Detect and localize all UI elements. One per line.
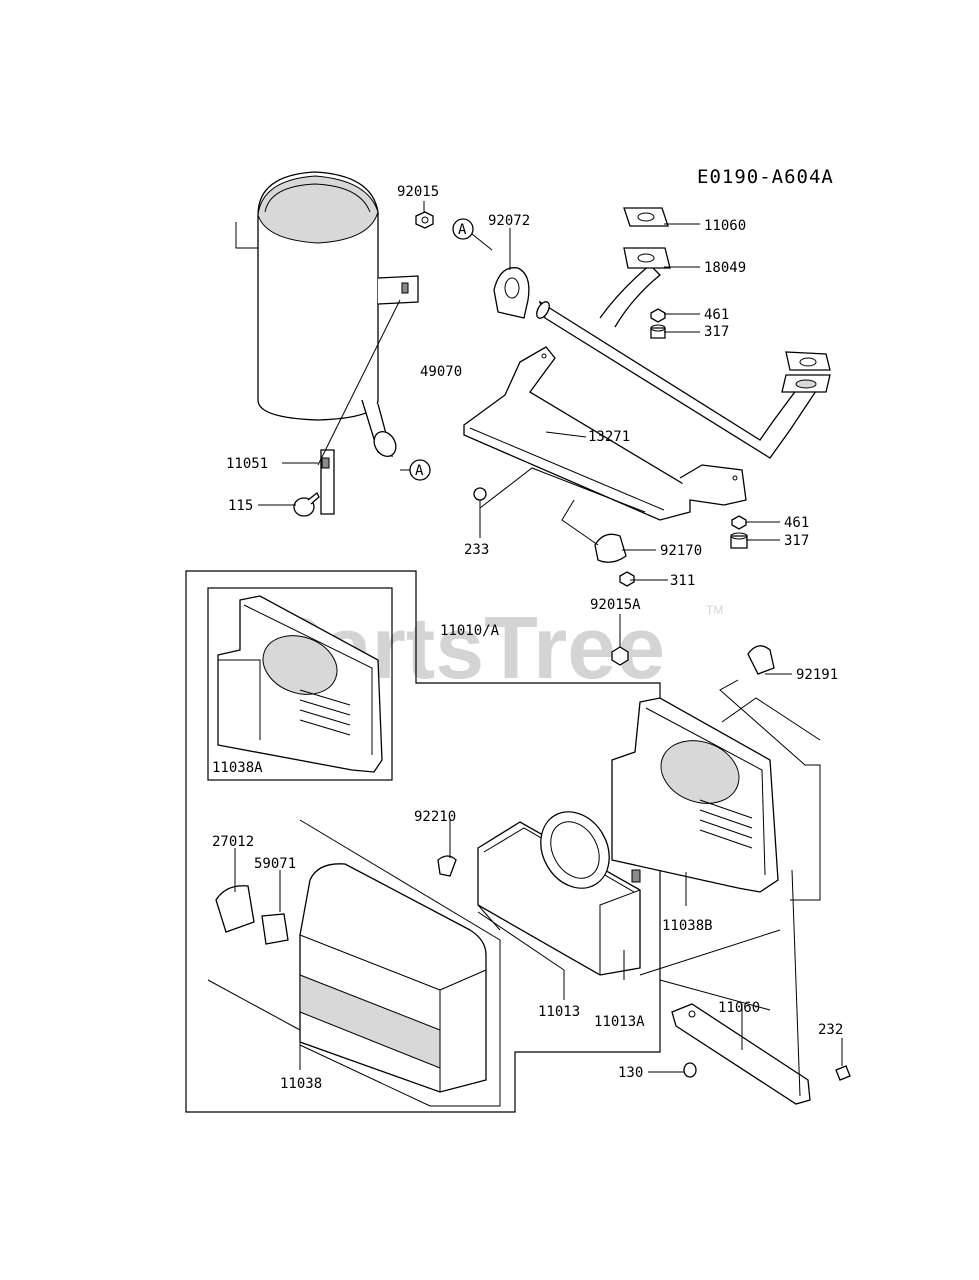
diagram-code: E0190-A604A <box>697 166 834 188</box>
label-11013a: 11013A <box>594 1014 645 1030</box>
clamp-92072-drawing <box>493 267 530 319</box>
ref-marker-a-bottom: A <box>415 463 424 479</box>
exhaust-pipe-drawing <box>536 207 831 459</box>
ref-marker-a-top: A <box>458 222 467 238</box>
label-461-top: 461 <box>704 307 729 323</box>
bolts-right-drawing <box>611 645 775 675</box>
label-11060-bracket: 11060 <box>718 1000 760 1016</box>
label-11038b: 11038B <box>662 918 713 934</box>
label-92170: 92170 <box>660 543 702 559</box>
part-labels: 92015 92072 11060 18049 461 317 49070 13… <box>212 184 843 1092</box>
label-92015: 92015 <box>397 184 439 200</box>
label-233: 233 <box>464 542 489 558</box>
label-115: 115 <box>228 498 253 514</box>
label-13271: 13271 <box>588 429 630 445</box>
label-11038: 11038 <box>280 1076 322 1092</box>
reference-markers: A A <box>409 218 474 481</box>
housing-11038a-drawing <box>217 595 383 773</box>
nut-92015-drawing <box>415 211 434 229</box>
label-11010a: 11010/A <box>440 623 500 639</box>
label-317-top: 317 <box>704 324 729 340</box>
label-92191: 92191 <box>796 667 838 683</box>
heat-shield-13271-drawing <box>463 346 747 521</box>
label-92210: 92210 <box>414 809 456 825</box>
label-11038a: 11038A <box>212 760 263 776</box>
label-11060: 11060 <box>704 218 746 234</box>
label-232: 232 <box>818 1022 843 1038</box>
label-11051: 11051 <box>226 456 268 472</box>
label-18049: 18049 <box>704 260 746 276</box>
label-27012: 27012 <box>212 834 254 850</box>
label-317-bottom: 317 <box>784 533 809 549</box>
label-92072: 92072 <box>488 213 530 229</box>
leader-lines <box>207 201 843 1107</box>
nuts-and-washers-drawing <box>473 308 748 587</box>
air-cleaner-frames <box>185 570 661 1113</box>
label-49070: 49070 <box>420 364 462 380</box>
filter-11013-drawing <box>477 811 641 976</box>
label-11013: 11013 <box>538 1004 580 1020</box>
housing-11038b-drawing <box>611 697 779 893</box>
label-311: 311 <box>670 573 695 589</box>
label-92015a: 92015A <box>590 597 641 613</box>
watermark-trademark: TM <box>706 603 723 617</box>
muffler-drawing <box>235 171 419 515</box>
label-461-bottom: 461 <box>784 515 809 531</box>
cover-11038-drawing <box>299 863 487 1093</box>
bracket-11060-drawing <box>671 1003 851 1105</box>
label-59071: 59071 <box>254 856 296 872</box>
bolt-115-drawing <box>293 492 320 517</box>
label-130: 130 <box>618 1065 643 1081</box>
